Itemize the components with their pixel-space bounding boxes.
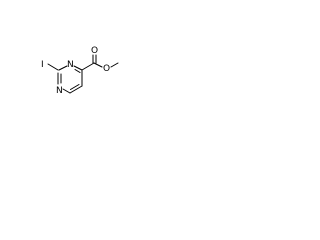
bond-ester-o-methyl [110, 62, 119, 68]
bond-n1-c6-inner [74, 69, 81, 73]
pyrimidine-ring [57, 65, 83, 94]
ester-group [81, 54, 119, 71]
bond-c4-n3 [62, 88, 71, 94]
bond-n1-c6 [73, 65, 83, 71]
bond-c2-n1 [58, 65, 68, 71]
structure-drawing: I N N O O [41, 46, 119, 96]
atom-label-ester-oxygen: O [103, 64, 110, 74]
atom-label-carbonyl-oxygen: O [91, 46, 98, 56]
atom-label-nitrogen-1: N [67, 60, 74, 70]
atom-label-nitrogen-3: N [56, 86, 63, 96]
bond-c5-c4 [69, 85, 83, 94]
molecule-canvas: I N N O O [0, 0, 152, 152]
atom-label-iodine: I [41, 60, 44, 70]
bond-c2-iodine [47, 63, 59, 71]
bond-carbonyl-ester-o [93, 62, 103, 68]
bond-c5-c4-inner [70, 84, 80, 90]
bond-ring-carbonyl [81, 62, 95, 71]
